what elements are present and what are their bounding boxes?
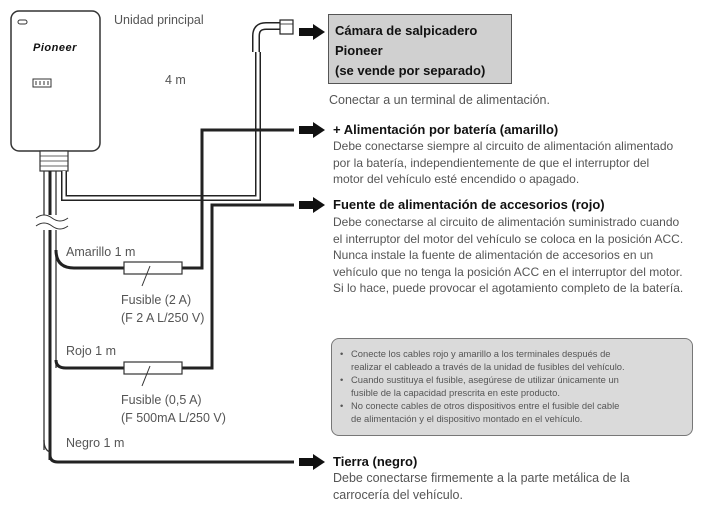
- black-wire-label: Negro 1 m: [66, 436, 125, 450]
- camera-line: Pioneer: [335, 43, 383, 58]
- fuse-red-label: Fusible (0,5 A) (F 500mA L/250 V): [121, 393, 226, 425]
- fuse-yellow-label: Fusible (2 A) (F 2 A L/250 V): [121, 293, 205, 325]
- cable-length-label: 4 m: [165, 73, 186, 87]
- notes-box: Conecte los cables rojo y amarillo a los…: [331, 338, 693, 436]
- main-unit-led: [17, 19, 28, 25]
- arrow-right-icon: [299, 24, 325, 40]
- battery-title: + Alimentación por batería (amarillo): [333, 122, 559, 137]
- accessory-title: Fuente de alimentación de accesorios (ro…: [333, 197, 605, 212]
- fuse-yellow: [123, 261, 183, 275]
- note-item: Cuando sustituya el fusible, asegúrese d…: [340, 373, 686, 399]
- brand-logo: Pioneer: [33, 42, 77, 54]
- battery-desc: Debe conectarse siempre al circuito de a…: [333, 139, 674, 186]
- yellow-wire-label: Amarillo 1 m: [66, 245, 136, 259]
- ground-title: Tierra (negro): [333, 454, 418, 469]
- note-item: No conecte cables de otros dispositivos …: [340, 399, 686, 425]
- note-item: Conecte los cables rojo y amarillo a los…: [340, 347, 686, 373]
- camera-box: Cámara de salpicadero Pioneer (se vende …: [328, 14, 512, 84]
- main-unit-port: [32, 78, 52, 88]
- accessory-desc: Debe conectarse al circuito de alimentac…: [333, 215, 684, 295]
- main-unit-label: Unidad principal: [114, 13, 204, 27]
- camera-line: (se vende por separado): [335, 63, 486, 78]
- main-unit-body: [10, 10, 101, 152]
- fuse-red: [123, 361, 183, 375]
- camera-note: Conectar a un terminal de alimentación.: [329, 93, 550, 107]
- arrow-right-icon: [299, 122, 325, 138]
- red-wire-label: Rojo 1 m: [66, 344, 117, 358]
- arrow-right-icon: [299, 197, 325, 213]
- ground-desc: Debe conectarse firmemente a la parte me…: [333, 471, 630, 502]
- camera-line: Cámara de salpicadero: [335, 23, 478, 38]
- red-wire: [54, 203, 294, 370]
- black-wire: [48, 440, 294, 464]
- arrow-right-icon: [299, 454, 325, 470]
